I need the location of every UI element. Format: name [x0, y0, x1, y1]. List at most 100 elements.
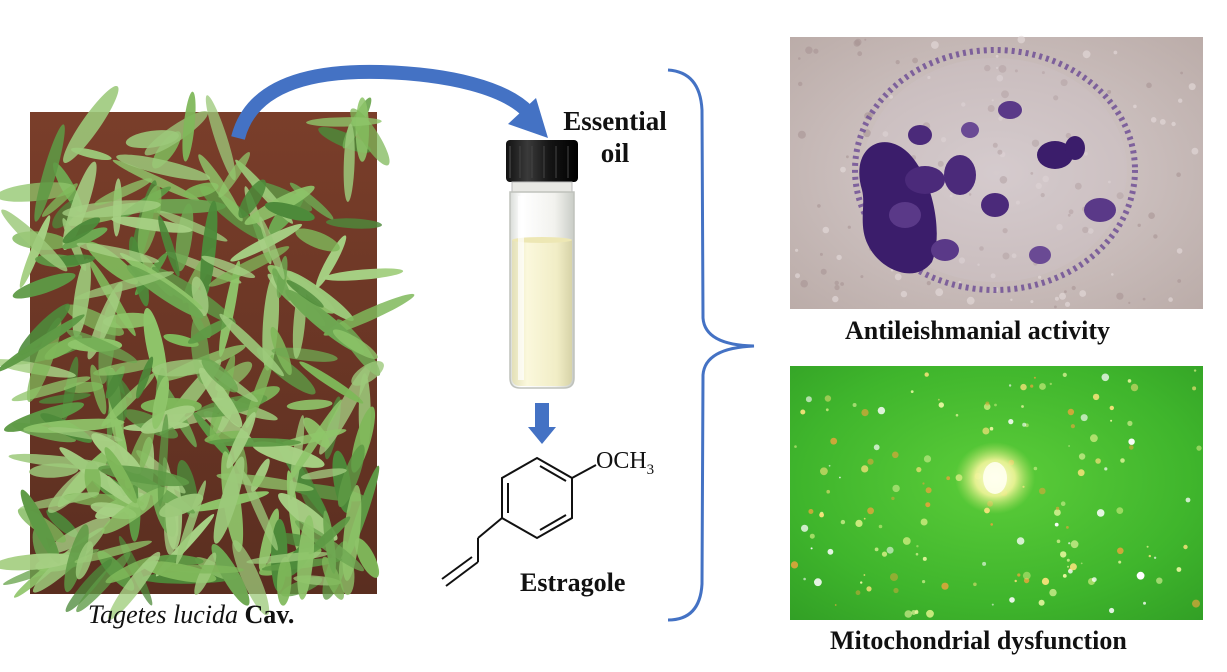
cell-speckle — [1133, 104, 1137, 109]
fluorescence-speckle — [1068, 445, 1070, 447]
plant-leaf — [62, 227, 108, 249]
fluorescence-speckle — [810, 547, 813, 550]
fluorescence-speckle — [1009, 597, 1015, 603]
estragole-label: Estragole — [520, 568, 626, 597]
plant-leaf — [34, 124, 65, 222]
cell-speckle — [992, 142, 998, 148]
fluorescence-speckle — [1070, 540, 1079, 549]
fluorescence-speckle — [1038, 599, 1045, 606]
plant-leaf — [194, 552, 217, 595]
fluorescence-speckle — [1067, 408, 1075, 416]
cell-speckle — [1128, 301, 1131, 304]
cell-speckle — [889, 95, 893, 99]
plant-leaf — [159, 493, 204, 518]
plant-leaf — [295, 228, 340, 252]
fluorescence-speckle — [922, 580, 926, 584]
plant-leaf — [18, 303, 70, 356]
fluorescence-speckle — [916, 545, 919, 548]
fluorescence-speckle — [1127, 420, 1133, 426]
fluorescence-speckle — [1128, 438, 1135, 445]
cell-speckle — [1108, 180, 1111, 184]
fluorescence-speckle — [983, 403, 991, 411]
plant-leaf — [308, 516, 351, 555]
cell-speckle — [798, 81, 803, 87]
plant-leaf — [101, 486, 167, 534]
fluorescence-speckle — [1049, 588, 1057, 597]
cell-speckle — [1188, 83, 1196, 91]
fluorescence-speckle — [922, 556, 927, 561]
cell-speckle — [900, 290, 908, 298]
cell-speckle — [832, 295, 839, 303]
plant-leaf — [299, 361, 364, 404]
fluorescence-speckle — [915, 609, 919, 614]
cell-speckle — [995, 54, 999, 58]
plant-leaf — [74, 271, 174, 300]
fluorescence-speckle — [1090, 434, 1098, 443]
fluorescence-speckle — [1054, 509, 1061, 516]
fluorescence-speckle — [955, 413, 959, 417]
fluorescence-speckle — [828, 464, 831, 467]
cell-micrograph — [790, 35, 1203, 309]
fluorescence-speckle — [1183, 544, 1188, 550]
down-arrow — [528, 403, 556, 444]
fluorescence-speckle — [824, 395, 832, 402]
cell-speckle — [1111, 273, 1114, 276]
plant-leaf — [112, 159, 200, 202]
fluorescence-speckle — [867, 507, 874, 515]
plant-leaf — [1, 209, 68, 272]
cell-speckle — [1084, 151, 1088, 156]
cell-speckle — [987, 105, 995, 112]
plant-leaf — [76, 242, 159, 263]
cell-speckle — [840, 282, 844, 286]
fluorescence-speckle — [1062, 372, 1067, 377]
cell-speckle — [1017, 35, 1026, 44]
fluorescence-speckle — [863, 574, 866, 576]
fluorescence-speckle — [1109, 607, 1115, 614]
fluorescence-speckle — [925, 487, 932, 494]
fluorescence-speckle — [809, 533, 815, 539]
plant-leaf — [238, 179, 266, 219]
plant-leaf — [240, 469, 278, 551]
fluorescence-speckle — [1104, 467, 1108, 471]
cell-speckle — [1065, 132, 1072, 139]
plant-leaf — [323, 268, 404, 281]
cell-speckle — [1054, 296, 1059, 301]
essential-oil-label-line2: oil — [600, 138, 630, 168]
fluorescence-speckle — [1110, 419, 1113, 422]
fluorescence-speckle — [800, 409, 806, 415]
plant-leaf — [157, 414, 169, 507]
fluorescence-micrograph — [790, 366, 1203, 620]
plant-leaf — [326, 218, 382, 229]
och3-text: OCH — [596, 448, 647, 474]
fluorescence-speckle — [994, 403, 997, 407]
plant-leaf — [300, 468, 347, 480]
fluorescence-speckle — [1070, 424, 1075, 429]
plant-leaf — [38, 393, 91, 404]
plant-leaf — [90, 364, 107, 415]
fluorescence-speckle — [1176, 567, 1182, 572]
fluorescence-speckle — [1129, 445, 1134, 450]
plant-leaf — [158, 215, 180, 277]
cell-speckle — [1079, 290, 1087, 297]
fluorescence-speckle — [790, 561, 799, 569]
cell-speckle — [1015, 200, 1020, 205]
fluorescence-speckle — [1143, 601, 1146, 605]
plant-leaf — [41, 183, 78, 217]
cell-speckle — [1153, 234, 1158, 239]
fluorescence-speckle — [938, 402, 944, 408]
cell-speckle — [1056, 223, 1063, 231]
fluorescence-speckle — [855, 590, 861, 596]
plant-leaf — [62, 200, 161, 218]
cell-speckle — [1064, 290, 1067, 293]
fluorescence-speckle — [867, 458, 874, 465]
cell-speckle — [1038, 275, 1042, 279]
cell-speckle — [999, 176, 1008, 184]
plant-leaf — [46, 509, 79, 538]
cell-speckle — [941, 137, 947, 143]
fluorescence-speckle — [1055, 506, 1060, 511]
plant-leaf — [163, 333, 199, 348]
plant-leaf — [198, 367, 243, 428]
cell-speckle — [813, 48, 819, 54]
fluorescence-speckle — [1008, 384, 1012, 387]
